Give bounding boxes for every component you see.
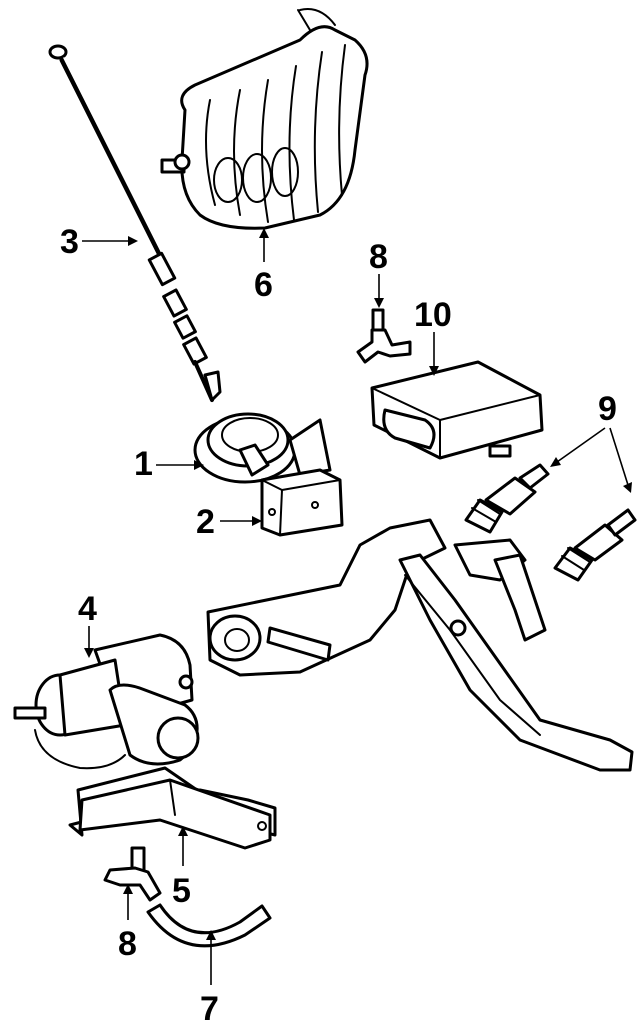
callout-7: 7 <box>200 930 219 1028</box>
pedal-bracket <box>206 518 634 772</box>
vacuum-reservoir <box>160 8 369 230</box>
callout-5: 5 <box>172 826 191 910</box>
mounting-bracket <box>260 468 344 537</box>
control-module <box>370 360 544 460</box>
callout-3: 3 <box>60 223 138 261</box>
callout-8-bottom: 8 <box>118 884 137 963</box>
callout-6: 6 <box>254 228 273 304</box>
callout-10: 10 <box>414 296 452 376</box>
callout-9: 9 <box>550 390 632 493</box>
callout-number: 10 <box>414 296 452 334</box>
hose-tee-connector <box>103 846 162 902</box>
callout-number: 7 <box>200 990 219 1028</box>
callout-4: 4 <box>78 590 97 658</box>
pump-bracket <box>68 766 277 850</box>
callout-2: 2 <box>196 503 262 541</box>
callout-number: 3 <box>60 223 79 261</box>
vacuum-actuator <box>193 370 332 484</box>
callout-8-top: 8 <box>369 238 388 308</box>
callout-1: 1 <box>134 445 204 483</box>
pedal-switch <box>464 463 637 582</box>
hose-tee-connector <box>356 308 412 364</box>
callout-number: 4 <box>78 590 97 628</box>
antenna-mast <box>48 44 214 402</box>
callout-number: 6 <box>254 266 273 304</box>
callout-number: 1 <box>134 445 153 483</box>
callout-number: 8 <box>118 925 137 963</box>
callout-number: 8 <box>369 238 388 276</box>
callout-number: 5 <box>172 872 191 910</box>
callout-number: 9 <box>598 390 617 428</box>
vacuum-hose <box>146 903 272 948</box>
vacuum-pump <box>13 633 200 770</box>
callout-number: 2 <box>196 503 215 541</box>
